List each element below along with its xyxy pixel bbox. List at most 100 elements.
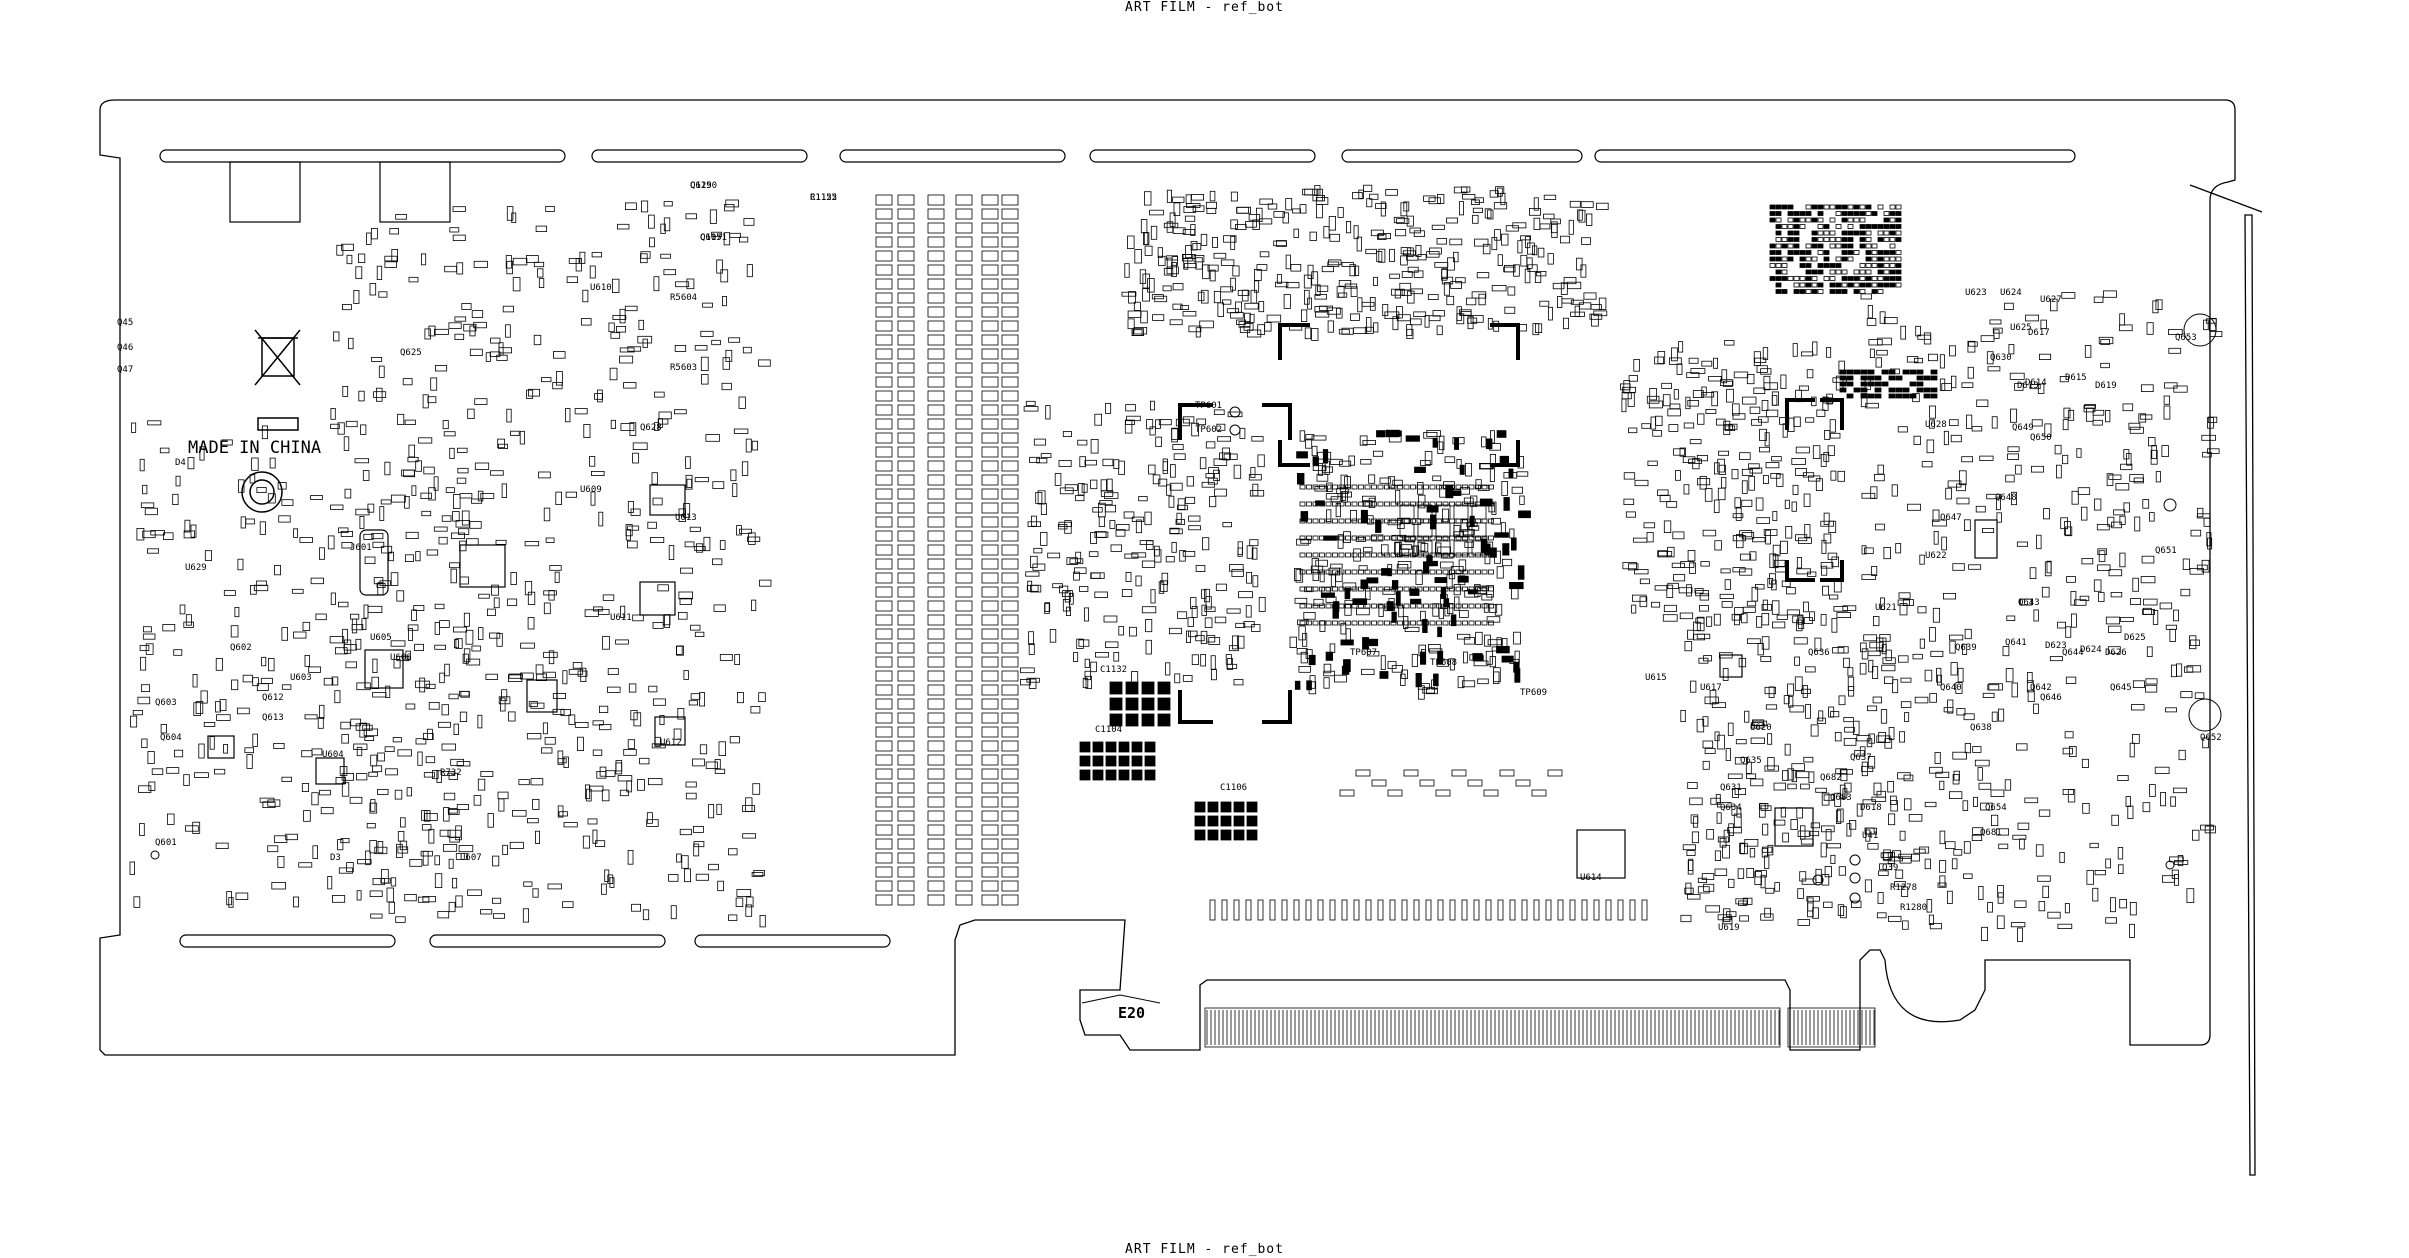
component-pad [1811, 217, 1818, 223]
component-pad [337, 839, 344, 851]
component-pad [1649, 387, 1657, 401]
component-pad [407, 624, 419, 631]
component-pad [2105, 616, 2121, 625]
component-pad [433, 526, 448, 532]
component-pad [1417, 522, 1433, 538]
component-pad [875, 376, 893, 388]
component-pad [1436, 484, 1442, 490]
component-pad [2040, 319, 2047, 329]
component-pad [1702, 760, 1710, 770]
component-pad [1001, 194, 1019, 206]
component-pad [274, 565, 281, 576]
component-pad [927, 334, 945, 346]
component-pad [1226, 663, 1238, 669]
component-pad [1898, 592, 1911, 599]
component-pad [2054, 444, 2062, 455]
component-pad [695, 873, 709, 881]
component-pad [1426, 687, 1438, 695]
component-pad [680, 567, 694, 574]
component-pad [651, 472, 658, 485]
component-pad [605, 770, 616, 777]
component-pad [1841, 289, 1848, 294]
component-pad [981, 880, 999, 892]
component-pad [1727, 722, 1734, 736]
component-pad [674, 344, 687, 352]
component-pad [1830, 432, 1841, 439]
component-pad [1930, 387, 1938, 393]
component-pad [1124, 553, 1139, 559]
component-pad [595, 840, 606, 848]
component-pad [1028, 678, 1037, 689]
component-pad [2019, 838, 2025, 850]
component-pad [897, 698, 915, 710]
component-pad [1384, 535, 1390, 541]
component-pad [2125, 796, 2131, 807]
component-pad [139, 645, 150, 651]
component-pad [1806, 369, 1814, 379]
component-pad [1704, 488, 1713, 502]
component-pad [1299, 535, 1306, 541]
component-pad [524, 581, 533, 596]
component-pad [1213, 469, 1220, 482]
component-pad [183, 530, 196, 539]
component-pad [1547, 769, 1563, 777]
component-pad [1811, 289, 1818, 294]
component-pad [1793, 416, 1801, 427]
component-pad [1833, 606, 1848, 612]
component-pad [1829, 276, 1836, 281]
component-pad [1106, 478, 1113, 492]
component-pad [428, 702, 440, 710]
component-pad [510, 430, 520, 436]
component-pad [955, 292, 973, 304]
component-pad [2117, 847, 2124, 860]
component-pad [2017, 822, 2030, 830]
component-pad [648, 778, 663, 786]
component-pad [1963, 873, 1973, 879]
component-pad [927, 880, 945, 892]
component-pad [1306, 586, 1312, 592]
component-pad [2084, 344, 2092, 358]
component-pad [1790, 819, 1798, 830]
component-pad [1457, 676, 1465, 689]
component-pad [1296, 451, 1308, 459]
component-pad [1895, 387, 1903, 393]
component-pad [1123, 511, 1135, 519]
component-pad [1150, 400, 1155, 411]
component-pad [1680, 710, 1686, 723]
component-pad [927, 628, 945, 640]
component-pad [537, 268, 544, 278]
component-pad [1446, 295, 1455, 306]
component-pad [1829, 263, 1836, 268]
component-pad [1924, 858, 1931, 870]
component-pad [1738, 900, 1748, 906]
component-pad [194, 772, 209, 778]
component-pad [1744, 710, 1750, 723]
component-pad [331, 676, 339, 686]
component-pad [1421, 649, 1426, 659]
component-pad [1140, 219, 1148, 234]
component-pad [897, 586, 915, 598]
component-designator: Q630 [1990, 353, 2012, 363]
component-pad [1001, 544, 1019, 556]
component-pad [1895, 211, 1902, 216]
component-pad [1904, 798, 1912, 811]
component-pad [1391, 611, 1397, 623]
component-pad [2105, 858, 2111, 869]
component-pad [897, 544, 915, 556]
component-pad [367, 605, 383, 613]
component-pad [1141, 697, 1155, 711]
component-pad [562, 901, 574, 908]
component-pad [1741, 499, 1753, 507]
component-pad [1761, 613, 1770, 626]
component-pad [2183, 666, 2194, 673]
component-pad [1281, 899, 1288, 921]
component-pad [1783, 695, 1790, 705]
component-pad [1488, 535, 1494, 541]
component-pad [1716, 812, 1722, 824]
component-pad [592, 749, 603, 756]
component-pad [2098, 592, 2105, 602]
component-pad [927, 810, 945, 822]
component-pad [2130, 598, 2142, 605]
component-pad [1001, 866, 1019, 878]
component-pad [1191, 606, 1198, 618]
